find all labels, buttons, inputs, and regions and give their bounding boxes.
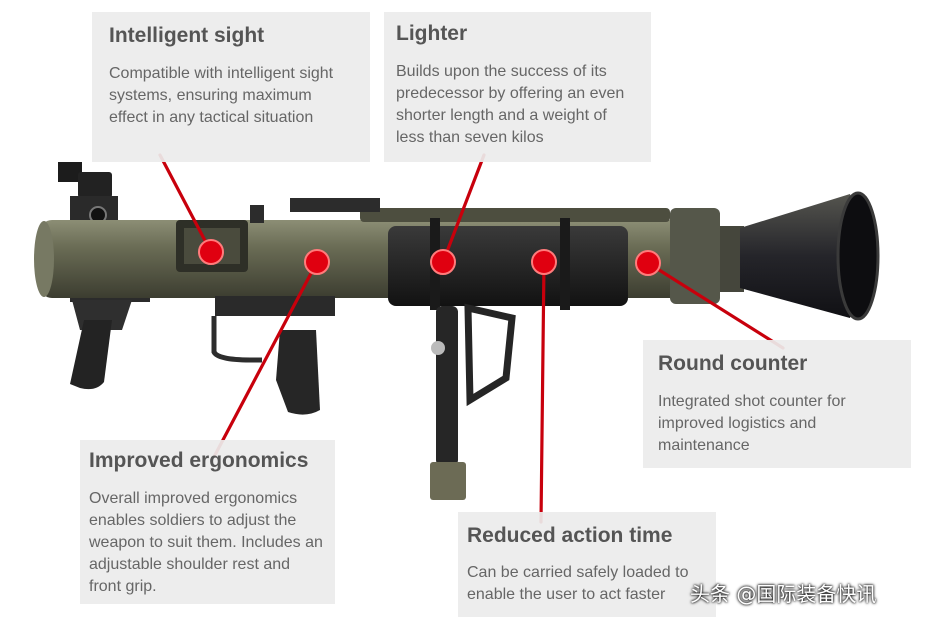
callout-title: Improved ergonomics [89, 449, 309, 472]
intelligent-sight-callout: Intelligent sight Compatible with intell… [92, 12, 370, 162]
callout-title: Intelligent sight [109, 24, 265, 47]
rear-grip [70, 320, 112, 390]
reduced-action-time-marker [531, 249, 557, 275]
lighter-marker [430, 249, 456, 275]
callout-title: Round counter [658, 352, 808, 375]
callout-body: Can be carried safely loaded to enable t… [467, 564, 689, 603]
intelligent-sight-marker [198, 239, 224, 265]
watermark: 头条 @国际装备快讯 [690, 582, 877, 606]
reduced-action-time-leader [539, 260, 546, 524]
round-counter-marker [635, 250, 661, 276]
callout-body: Overall improved ergonomics enables sold… [89, 490, 323, 595]
improved-ergonomics-marker [304, 249, 330, 275]
front-grip [430, 303, 516, 500]
lighter-leader [441, 153, 486, 264]
round-counter-callout: Round counter Integrated shot counter fo… [643, 340, 911, 468]
venturi [740, 194, 861, 318]
round-counter-leader [646, 261, 785, 350]
intelligent-sight-leader [158, 153, 213, 254]
callout-body: Integrated shot counter for improved log… [658, 393, 846, 454]
callout-body: Compatible with intelligent sight system… [109, 65, 334, 126]
lighter-callout: Lighter Builds upon the success of its p… [384, 12, 651, 162]
trigger-group [211, 296, 335, 415]
black-sleeve [388, 226, 628, 306]
improved-ergonomics-leader [213, 260, 319, 457]
reduced-action-time-callout: Reduced action time Can be carried safel… [458, 512, 716, 617]
callout-title: Lighter [396, 22, 468, 45]
improved-ergonomics-callout: Improved ergonomics Overall improved erg… [80, 440, 335, 604]
callout-body: Builds upon the success of its predecess… [396, 63, 625, 146]
callout-title: Reduced action time [467, 524, 673, 547]
